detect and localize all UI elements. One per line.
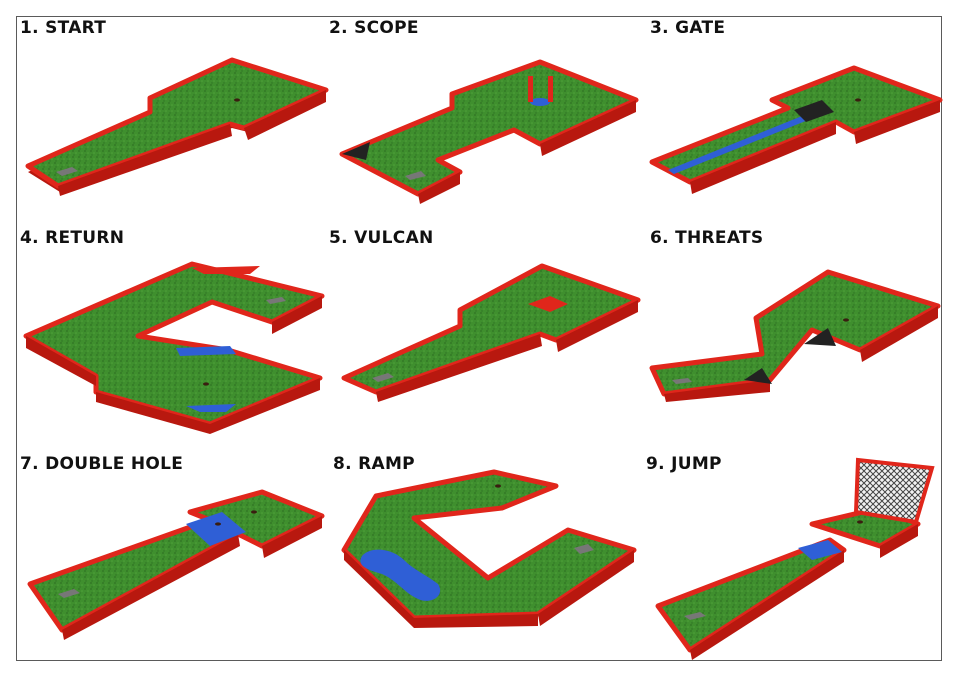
hole-2-label: 2. SCOPE xyxy=(329,18,419,38)
hole-6-label: 6. THREATS xyxy=(650,228,764,248)
hole-3-label: 3. GATE xyxy=(650,18,726,38)
hole-5-label: 5. VULCAN xyxy=(329,228,434,248)
hole-8-label: 8. RAMP xyxy=(333,454,415,474)
hole-4-label: 4. RETURN xyxy=(20,228,125,248)
sheet-frame xyxy=(16,16,942,661)
hole-7-label: 7. DOUBLE HOLE xyxy=(20,454,184,474)
hole-9-label: 9. JUMP xyxy=(646,454,722,474)
hole-1-label: 1. START xyxy=(20,18,107,38)
